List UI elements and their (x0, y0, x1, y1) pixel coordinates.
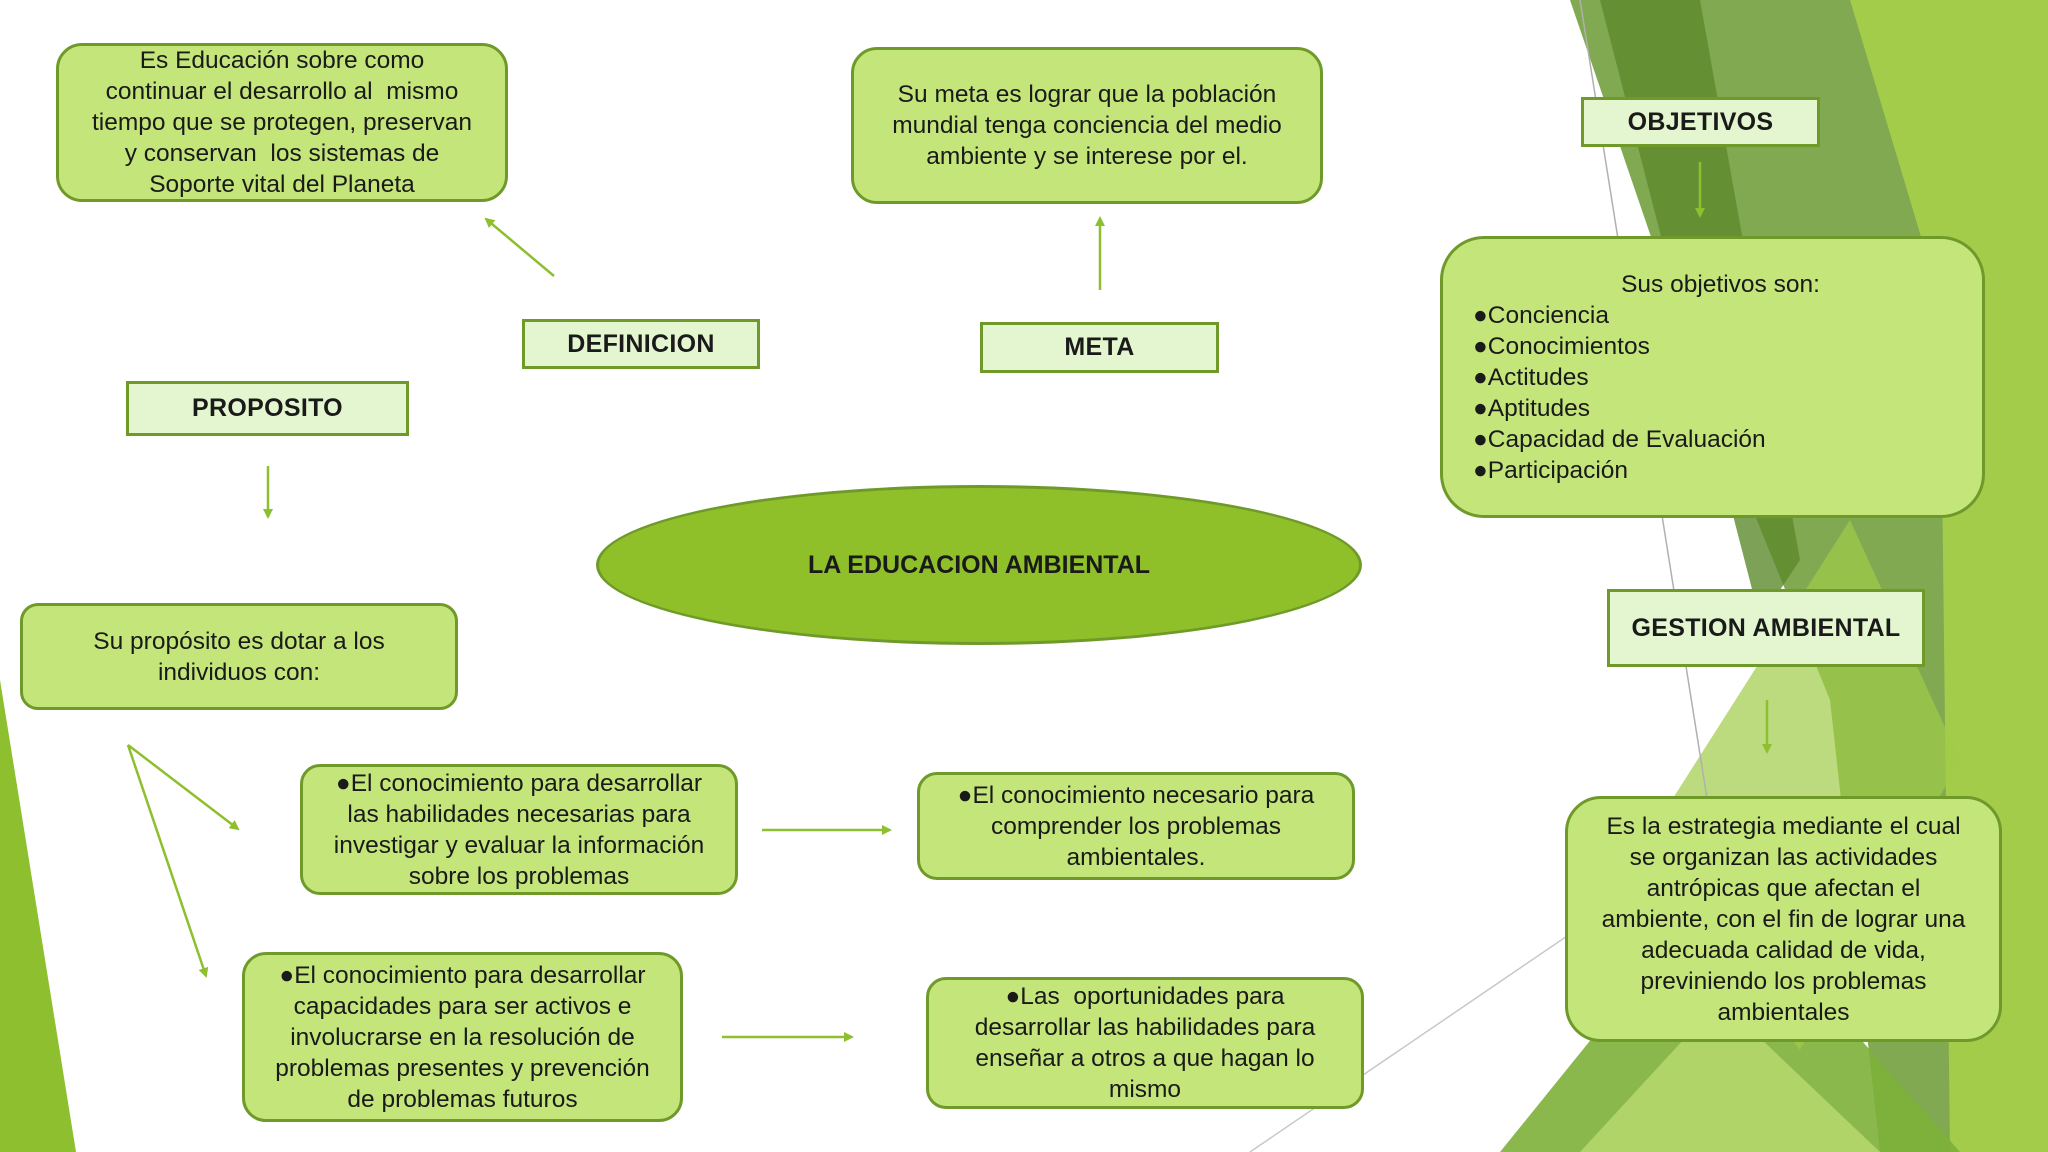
label-objetivos: OBJETIVOS (1581, 97, 1820, 147)
text-line: Su propósito es dotar a los (93, 627, 385, 655)
text-line: continuar el desarrollo al mismo (105, 78, 459, 105)
objetivos-heading: Sus objetivos son: (1621, 270, 1820, 298)
text-line: Su meta es lograr que la población (897, 81, 1277, 108)
conocimiento-capacidades-box: ●El conocimiento para desarrollar capaci… (242, 952, 683, 1122)
arrow-definicion (484, 217, 555, 277)
text-line: investigar y evaluar la información (333, 831, 705, 859)
text-line: ambientales. (1066, 843, 1206, 871)
text-line: las habilidades necesarias para (347, 800, 691, 828)
label-proposito: PROPOSITO (126, 381, 409, 436)
text-line: mundial tenga conciencia del medio (892, 112, 1282, 139)
text-line: desarrollar las habilidades para (974, 1014, 1316, 1041)
text-line: ●El conocimiento para desarrollar (335, 769, 703, 797)
text-line: tiempo que se protegen, preservan (92, 109, 472, 136)
arrow-to-investigar (127, 744, 240, 831)
text-line: involucrarse en la resolución de (290, 1023, 635, 1051)
label-meta: META (980, 322, 1219, 373)
objetivo-item: ●Conciencia (1473, 301, 1610, 329)
bg-shard-left (0, 680, 76, 1152)
bg-thin-line (1249, 899, 1621, 1152)
text-line: Es la estrategia mediante el cual (1606, 812, 1961, 840)
text-line: problemas presentes y prevención (275, 1054, 650, 1082)
objetivo-item: ●Capacidad de Evaluación (1473, 425, 1766, 453)
center-ellipse: LA EDUCACION AMBIENTAL (596, 485, 1362, 645)
arrow-to-capacidades (126, 744, 209, 978)
text-line: previniendo los problemas (1640, 967, 1927, 995)
text-line: adecuada calidad de vida, (1641, 936, 1926, 964)
label-gestion-ambiental: GESTION AMBIENTAL (1607, 589, 1925, 667)
text-line: se organizan las actividades (1629, 843, 1938, 871)
text-line: ●El conocimiento para desarrollar (279, 961, 646, 989)
text-line: sobre los problemas (408, 862, 630, 890)
text-line: ambiente y se interese por el. (926, 143, 1248, 170)
bg-shard-bottom-light (1580, 1000, 1880, 1152)
text-line: ●Las oportunidades para (1005, 983, 1285, 1010)
label-definicion: DEFINICION (522, 319, 760, 369)
conocimiento-comprender-box: ●El conocimiento necesario para comprend… (917, 772, 1355, 880)
objetivo-item: ●Participación (1473, 456, 1629, 484)
meta-box: Su meta es lograr que la población mundi… (851, 47, 1323, 204)
definicion-box: Es Educación sobre como continuar el des… (56, 43, 508, 202)
text-line: comprender los problemas (990, 812, 1282, 840)
text-line: mismo (1108, 1076, 1182, 1103)
objetivo-item: ●Actitudes (1473, 363, 1589, 391)
objetivo-item: ●Conocimientos (1473, 332, 1650, 360)
text-line: capacidades para ser activos e (293, 992, 632, 1020)
text-line: Es Educación sobre como (139, 47, 425, 74)
center-title: LA EDUCACION AMBIENTAL (807, 550, 1151, 579)
text-line: ambiente, con el fin de lograr una (1601, 905, 1966, 933)
objetivo-item: ●Aptitudes (1473, 394, 1590, 422)
text-line: ●El conocimiento necesario para (957, 781, 1315, 809)
text-line: de problemas futuros (347, 1085, 578, 1113)
text-line: ambientales (1717, 998, 1850, 1026)
proposito-box: Su propósito es dotar a los individuos c… (20, 603, 458, 710)
oportunidades-box: ●Las oportunidades para desarrollar las … (926, 977, 1364, 1109)
text-line: antrópicas que afectan el (1646, 874, 1921, 902)
conocimiento-investigar-box: ●El conocimiento para desarrollar las ha… (300, 764, 738, 895)
text-line: enseñar a otros a que hagan lo (975, 1045, 1315, 1072)
text-line: individuos con: (157, 658, 321, 686)
text-line: Soporte vital del Planeta (149, 171, 415, 198)
text-line: y conservan los sistemas de (124, 140, 440, 167)
gestion-ambiental-box: Es la estrategia mediante el cual se org… (1565, 796, 2002, 1042)
objetivos-box: Sus objetivos son: ●Conciencia ●Conocimi… (1440, 236, 1985, 518)
